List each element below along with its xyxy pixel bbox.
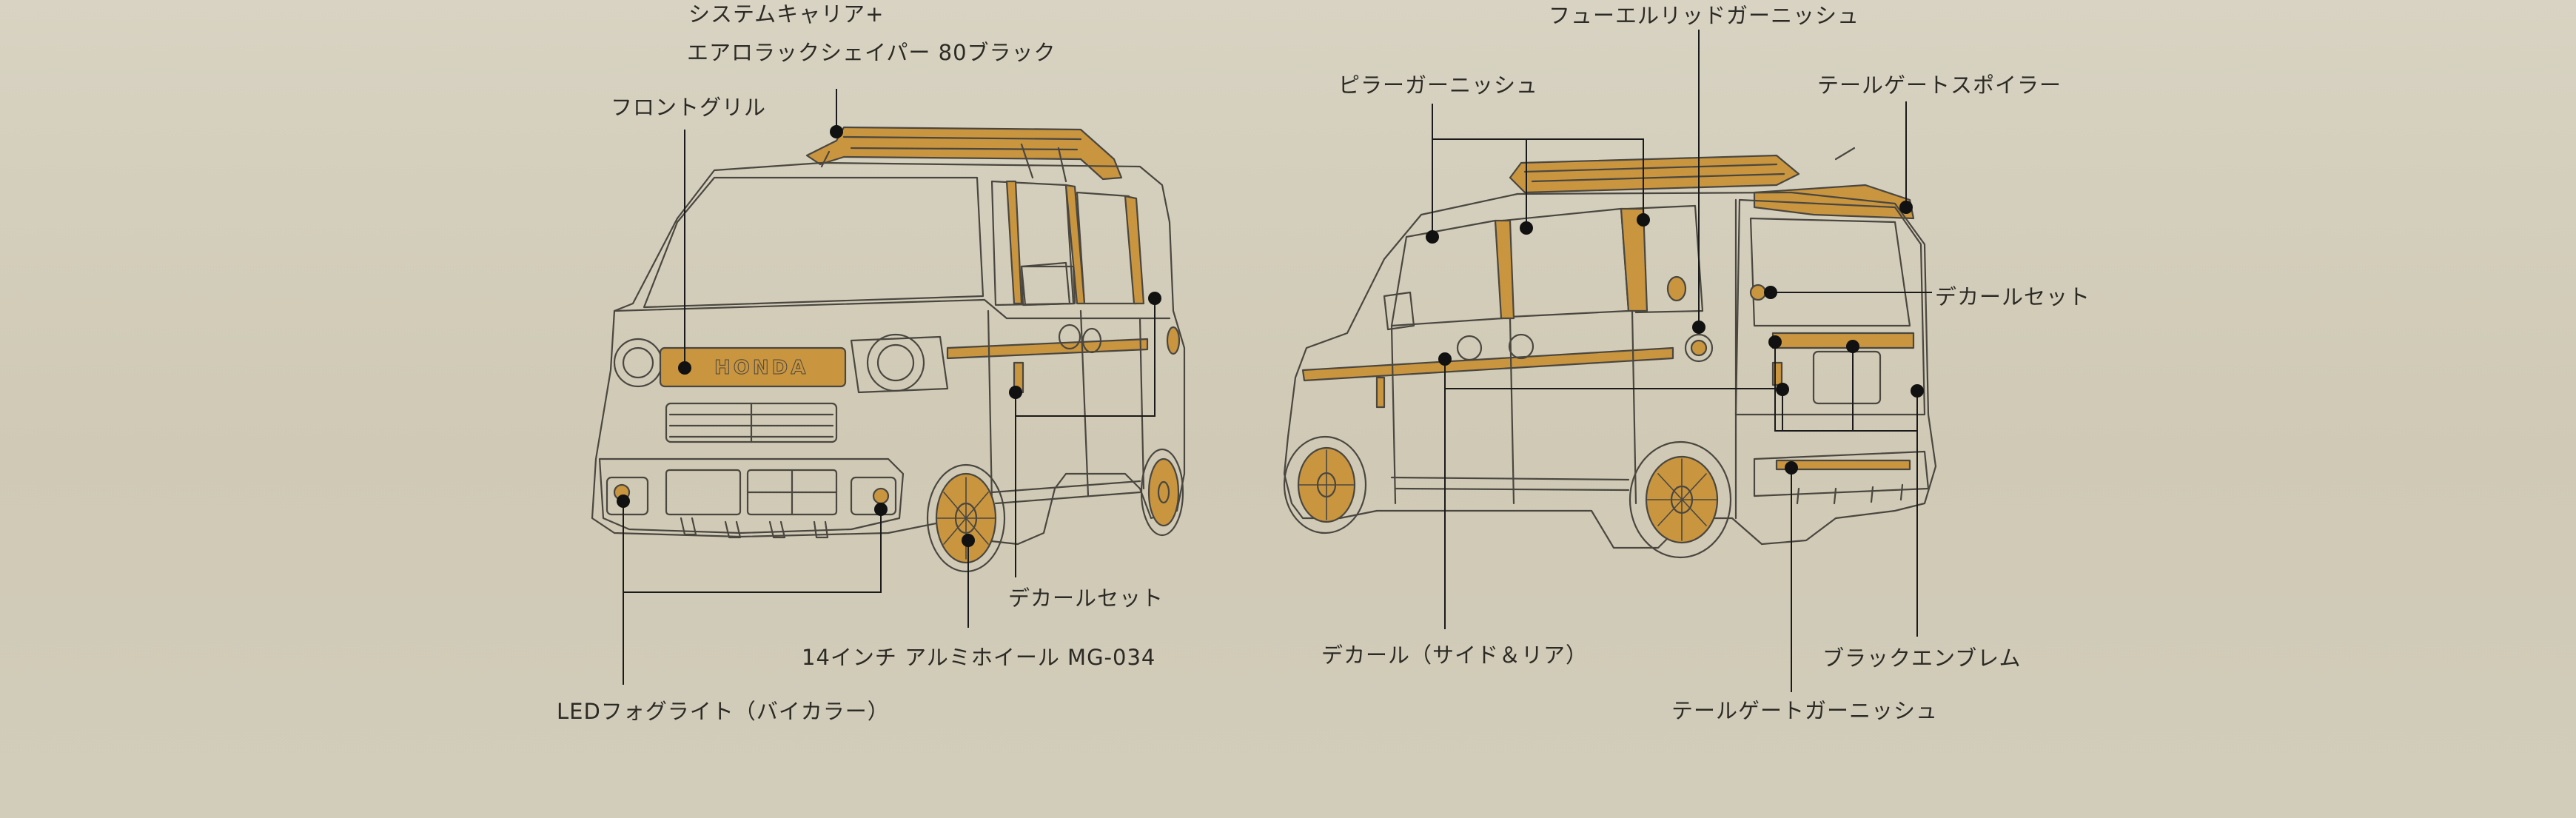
callout-dots: [617, 125, 1924, 547]
label-tailgate-spoiler: テールゲートスポイラー: [1817, 73, 2062, 98]
dot-fog-right: [874, 503, 888, 516]
dot-fuel-lid: [1692, 321, 1705, 334]
label-decal-set-rear: デカールセット: [1935, 284, 2091, 309]
label-pillar-garnish: ピラーガーニッシュ: [1338, 73, 1539, 98]
honda-emblem: HONDA: [714, 357, 808, 379]
dot-decal-rear-3: [1846, 340, 1859, 353]
label-front-grill: フロントグリル: [611, 95, 767, 120]
dot-decal-rear: [1764, 286, 1777, 299]
label-decal-side-rear: デカール（サイド＆リア）: [1321, 643, 1589, 668]
label-led-foglight: LEDフォグライト（バイカラー）: [557, 699, 890, 724]
dot-front-grill: [678, 361, 691, 375]
label-system-carrier: システムキャリア+: [688, 1, 885, 27]
label-fuel-lid-garnish: フューエルリッドガーニッシュ: [1549, 3, 1860, 28]
dot-roof-carrier: [830, 125, 843, 138]
dot-fog-left: [617, 495, 630, 508]
dot-tailgate-spoiler: [1899, 201, 1913, 214]
dot-pillar-1: [1426, 230, 1439, 244]
dot-alloy-wheel: [962, 534, 975, 547]
dot-decal-front-rear: [1148, 292, 1161, 305]
dot-decal-front-door: [1009, 386, 1022, 399]
dot-tailgate-garnish: [1785, 461, 1798, 475]
dot-decal-rear-4: [1776, 383, 1789, 396]
rear-roof-carrier: [1509, 147, 1856, 194]
dot-decal-rear-2: [1768, 335, 1782, 349]
dot-pillar-2: [1520, 221, 1533, 235]
label-aero-rack: エアロラックシェイパー 80ブラック: [687, 40, 1056, 65]
rear-view-car: [1283, 147, 1937, 559]
label-decal-set-front: デカールセット: [1008, 586, 1164, 611]
dot-decal-side: [1438, 352, 1452, 366]
label-alloy-wheel: 14インチ アルミホイール MG-034: [802, 645, 1156, 670]
label-tailgate-garnish: テールゲートガーニッシュ: [1671, 698, 1939, 723]
front-roof-carrier: [805, 126, 1123, 183]
label-black-emblem: ブラックエンブレム: [1822, 646, 2022, 671]
front-view-car: HONDA: [591, 126, 1186, 573]
dot-black-emblem: [1911, 384, 1924, 398]
leader-lines: [623, 30, 1932, 692]
dot-pillar-3: [1637, 213, 1650, 227]
